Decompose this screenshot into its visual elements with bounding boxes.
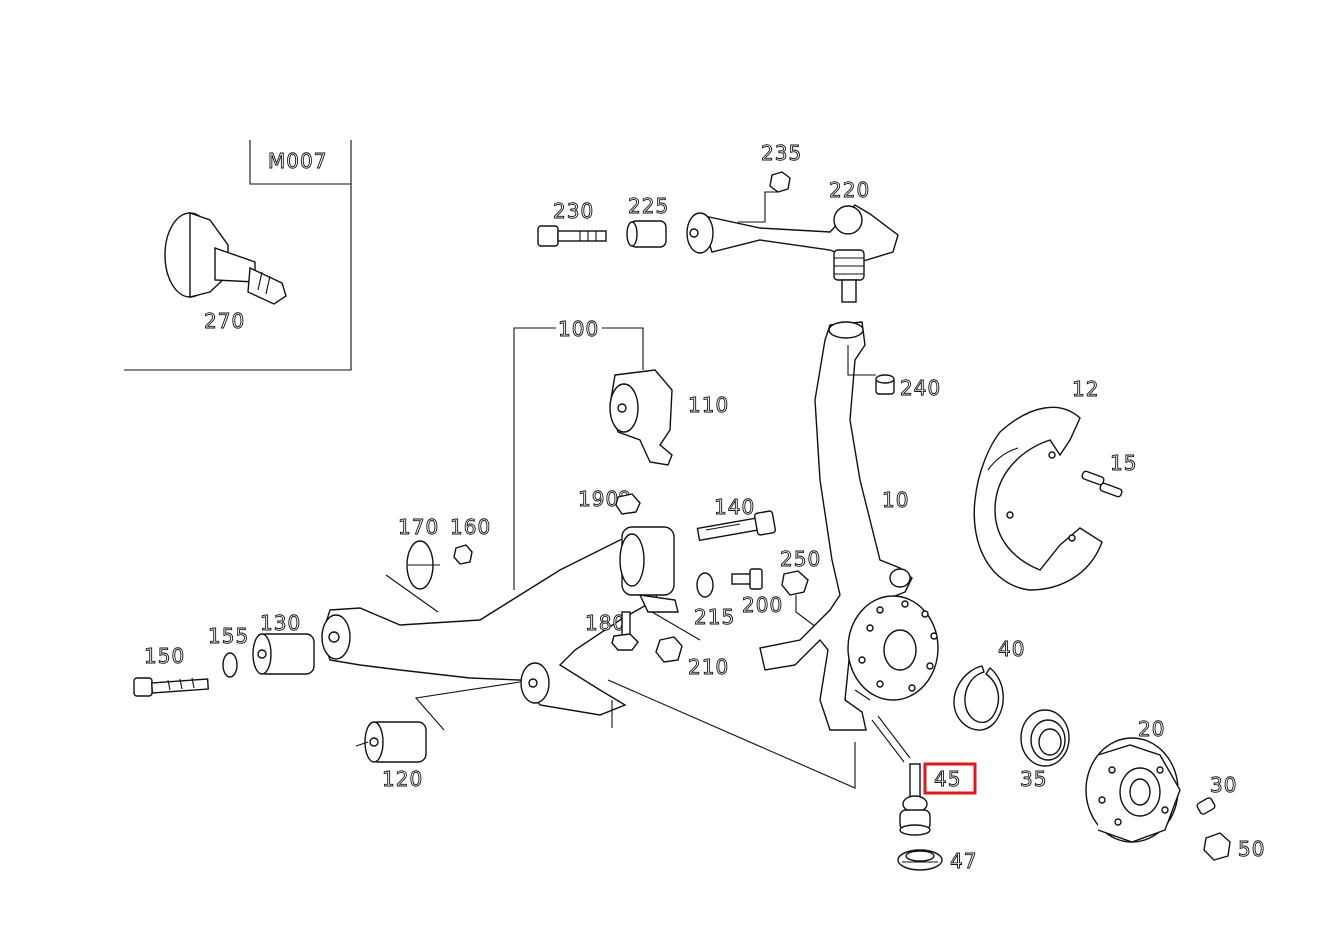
label-120: 120 xyxy=(382,767,423,791)
label-235: 235 xyxy=(761,141,802,165)
label-10: 10 xyxy=(882,488,909,512)
bearing-hub-group: 40 35 20 30 50 xyxy=(953,637,1265,861)
bolt-230[interactable] xyxy=(537,225,607,247)
label-20: 20 xyxy=(1138,717,1165,741)
bushing-225[interactable] xyxy=(626,220,667,248)
label-40: 40 xyxy=(998,637,1025,661)
label-35: 35 xyxy=(1020,767,1047,791)
brake-shield-group: 12 15 xyxy=(973,377,1137,591)
label-45: 45 xyxy=(934,767,961,791)
label-200: 200 xyxy=(742,593,783,617)
screws-15[interactable] xyxy=(1081,470,1123,498)
label-210: 210 xyxy=(688,655,729,679)
label-215: 215 xyxy=(694,605,735,629)
nut-50[interactable] xyxy=(1203,832,1231,861)
label-270: 270 xyxy=(204,309,245,333)
cv-joint-270[interactable] xyxy=(164,212,287,305)
label-15: 15 xyxy=(1110,451,1137,475)
label-12: 12 xyxy=(1072,377,1099,401)
brake-shield-12[interactable] xyxy=(973,406,1103,591)
lower-arm-group: 100 110 190 8 140 170 160 xyxy=(133,317,856,791)
label-150: 150 xyxy=(144,644,185,668)
ball-joint-45[interactable] xyxy=(899,763,931,836)
upper-arm-220[interactable] xyxy=(686,204,899,303)
label-230: 230 xyxy=(553,199,594,223)
label-180: 180 xyxy=(585,611,626,635)
nut-190[interactable] xyxy=(615,493,641,515)
label-47: 47 xyxy=(950,849,977,873)
wheel-hub-flange[interactable] xyxy=(847,595,939,701)
bolt-150[interactable] xyxy=(133,677,210,697)
label-30: 30 xyxy=(1210,773,1237,797)
highlight-45 xyxy=(923,762,977,795)
stud-30[interactable] xyxy=(1196,797,1216,815)
label-220: 220 xyxy=(829,178,870,202)
bushing-130[interactable] xyxy=(252,633,315,675)
nut-160[interactable] xyxy=(453,544,473,565)
bearing-35[interactable] xyxy=(1020,709,1070,767)
bushing-240[interactable] xyxy=(875,374,895,395)
circlip-40[interactable] xyxy=(953,665,1004,731)
washer-215[interactable] xyxy=(696,572,714,598)
bolt-140[interactable] xyxy=(696,510,776,542)
upper-arm-group: 235 230 225 220 xyxy=(537,141,899,303)
label-240: 240 xyxy=(900,376,941,400)
washer-155[interactable] xyxy=(222,652,238,678)
bolt-200[interactable] xyxy=(731,568,763,590)
nut-235[interactable] xyxy=(769,171,791,193)
bushing-bracket-110[interactable] xyxy=(609,369,673,466)
label-130: 130 xyxy=(260,611,301,635)
label-110: 110 xyxy=(688,393,729,417)
label-160: 160 xyxy=(450,515,491,539)
nut-250[interactable] xyxy=(781,570,809,596)
knuckle-group: 10 240 xyxy=(759,321,941,763)
steering-knuckle-10[interactable] xyxy=(759,321,913,731)
label-170: 170 xyxy=(398,515,439,539)
bushing-120[interactable] xyxy=(364,721,427,763)
inset-box: M007 270 xyxy=(124,140,352,371)
label-50: 50 xyxy=(1238,837,1265,861)
wheel-hub-20[interactable] xyxy=(1085,737,1181,843)
lower-control-arm[interactable] xyxy=(321,526,679,728)
label-225: 225 xyxy=(628,194,669,218)
inset-code: M007 xyxy=(268,149,327,173)
label-155: 155 xyxy=(208,624,249,648)
label-140: 140 xyxy=(714,495,755,519)
ball-joint-group: 45 47 xyxy=(897,762,977,873)
nut-210[interactable] xyxy=(655,636,683,663)
nut-47[interactable] xyxy=(897,849,943,871)
label-250: 250 xyxy=(780,547,821,571)
label-100: 100 xyxy=(558,317,599,341)
label-190: 190 xyxy=(578,487,619,511)
bolt-180[interactable] xyxy=(611,611,639,651)
